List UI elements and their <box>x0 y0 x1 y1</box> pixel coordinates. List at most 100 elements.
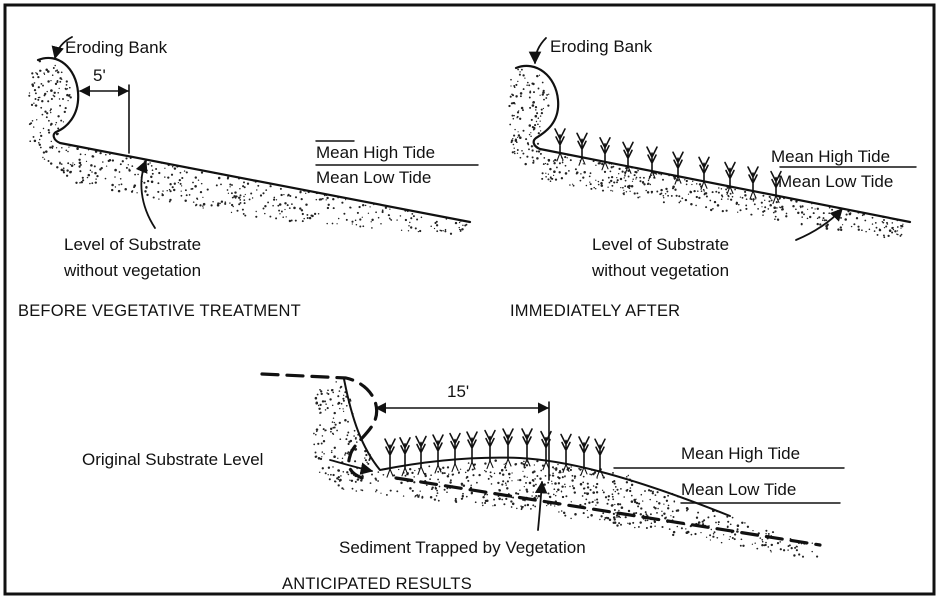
sediment-dot <box>41 100 43 102</box>
sediment-dot <box>315 434 317 436</box>
sediment-dot <box>681 197 683 199</box>
sediment-dot <box>309 217 311 219</box>
sediment-dot <box>813 212 815 214</box>
sediment-dot <box>526 490 528 492</box>
sediment-dot <box>378 471 380 473</box>
sediment-dot <box>725 188 727 190</box>
sediment-dot <box>580 180 582 182</box>
sediment-dot <box>555 178 557 180</box>
sediment-dot <box>589 181 590 182</box>
sediment-dot <box>617 503 619 505</box>
sediment-dot <box>472 474 474 476</box>
sediment-dot <box>535 115 538 118</box>
sediment-dot <box>517 493 519 495</box>
sediment-dot <box>592 501 594 503</box>
sediment-dot <box>511 480 512 481</box>
sediment-dot <box>338 479 339 480</box>
sediment-dot <box>823 212 825 214</box>
sediment-dot <box>244 186 246 188</box>
sediment-dot <box>650 490 652 492</box>
sediment-dot <box>343 400 345 402</box>
sediment-dot <box>287 195 289 197</box>
sediment-dot <box>548 161 549 162</box>
sediment-dot <box>865 231 867 233</box>
sediment-dot <box>38 86 40 88</box>
sediment-dot <box>172 186 174 188</box>
sediment-dot <box>752 198 754 200</box>
sediment-dot <box>388 214 390 216</box>
sediment-dot <box>553 175 554 176</box>
sediment-dot <box>305 203 307 205</box>
sediment-dot <box>405 219 407 221</box>
sediment-dot <box>515 463 517 465</box>
sediment-dot <box>559 171 561 173</box>
sediment-dot <box>115 186 116 187</box>
sediment-dot <box>334 422 335 423</box>
sediment-dot <box>243 213 245 215</box>
sediment-dot <box>669 528 671 530</box>
sediment-dot <box>901 234 903 236</box>
sediment-dot <box>343 411 344 412</box>
sediment-dot <box>714 531 716 533</box>
sediment-dot <box>152 169 154 171</box>
sediment-dot <box>55 70 57 72</box>
sediment-dot <box>64 111 66 113</box>
sediment-dot <box>764 200 765 201</box>
sediment-dot <box>48 120 50 122</box>
sediment-dot <box>517 149 519 151</box>
sediment-dot <box>455 222 457 224</box>
sediment-dot <box>338 476 340 478</box>
sediment-dot <box>886 222 888 224</box>
sediment-dot <box>699 183 701 185</box>
sediment-dot <box>517 137 518 138</box>
sediment-dot <box>328 467 330 469</box>
sediment-dot <box>622 171 624 173</box>
sediment-dot <box>552 475 554 477</box>
sediment-dot <box>359 218 361 220</box>
sediment-dot <box>409 487 412 490</box>
sediment-dot <box>900 225 902 227</box>
sediment-dot <box>47 80 49 82</box>
sediment-dot <box>33 126 34 127</box>
sediment-dot <box>882 222 884 224</box>
sediment-dot <box>645 519 647 521</box>
sediment-dot <box>618 493 620 495</box>
sediment-dot <box>95 181 97 183</box>
sediment-dot <box>742 197 744 199</box>
sediment-dot <box>511 472 512 473</box>
sediment-dot <box>631 495 633 497</box>
figure-border <box>5 5 934 594</box>
sediment-dot <box>528 148 530 150</box>
original-substrate-label: Original Substrate Level <box>82 450 263 469</box>
sediment-dot <box>380 223 382 225</box>
sediment-dot <box>687 531 690 534</box>
sediment-dot <box>60 120 62 122</box>
sediment-dot <box>53 95 55 97</box>
sediment-dot <box>807 218 809 220</box>
sediment-dot <box>355 220 357 222</box>
sediment-dot <box>244 215 246 217</box>
sediment-dot <box>897 226 899 228</box>
sediment-dot <box>542 93 544 95</box>
sediment-dot <box>902 224 903 225</box>
sediment-dot <box>596 483 598 485</box>
sediment-dot <box>491 476 493 478</box>
sediment-dot <box>736 530 739 533</box>
sediment-dot <box>533 129 535 131</box>
sediment-dot <box>517 81 518 82</box>
sediment-dot <box>692 181 693 182</box>
sediment-dot <box>37 76 39 78</box>
marsh-plant <box>385 439 395 469</box>
sediment-dot <box>590 172 592 174</box>
sediment-dot <box>656 501 658 503</box>
sediment-dot <box>583 476 585 478</box>
sediment-dot <box>32 85 34 87</box>
sediment-dot <box>56 122 58 124</box>
sediment-dot <box>411 213 413 215</box>
sediment-dot <box>317 443 319 445</box>
sediment-dot <box>243 181 245 183</box>
sediment-dot <box>256 189 257 190</box>
sediment-dot <box>869 229 871 231</box>
sediment-dot <box>380 493 381 494</box>
sediment-dot <box>224 201 226 203</box>
